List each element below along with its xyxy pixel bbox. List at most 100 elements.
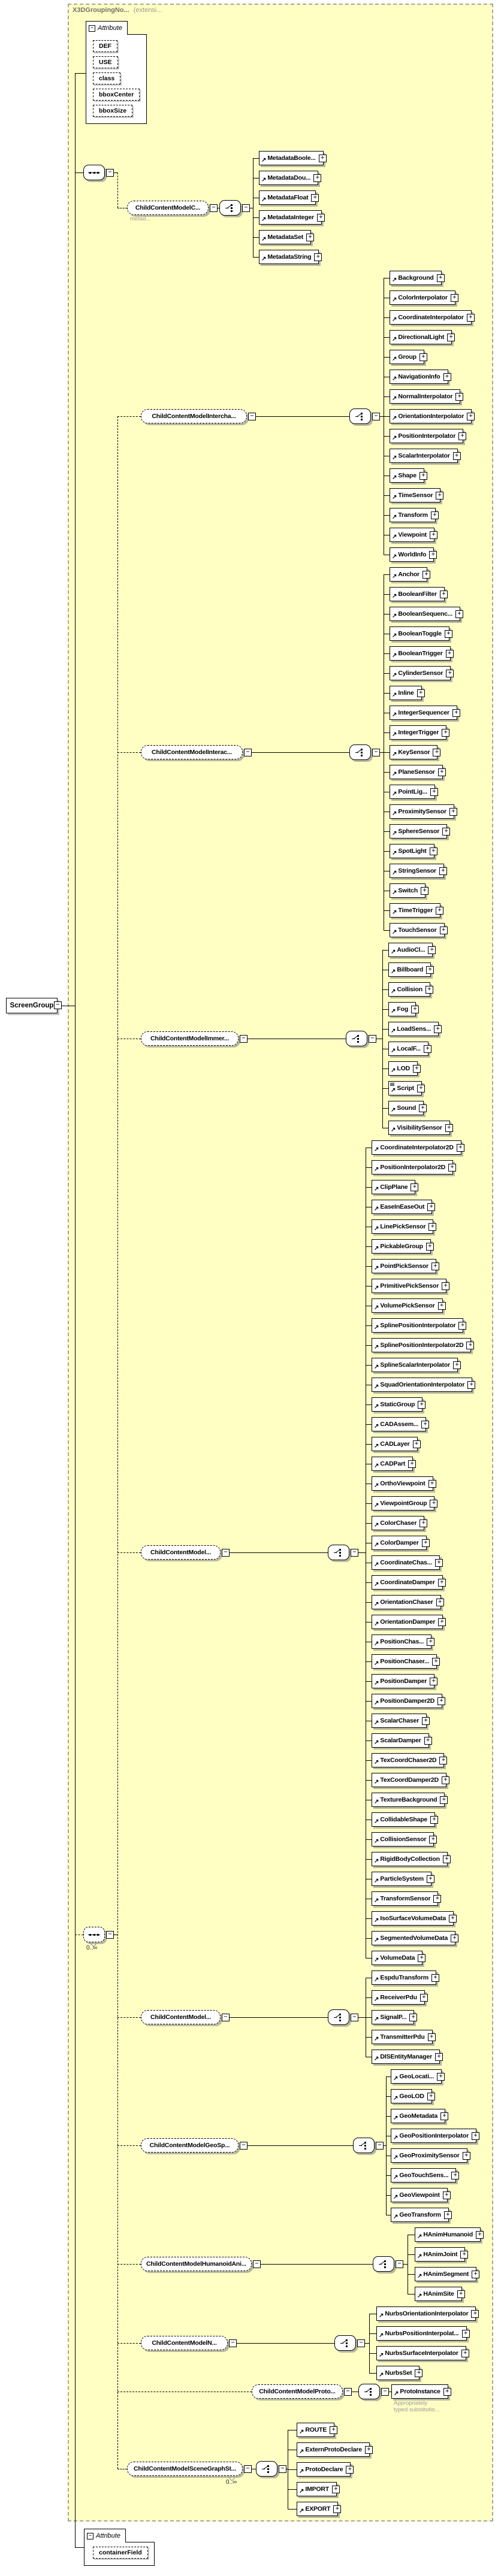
expand-button[interactable]: + <box>437 1697 446 1705</box>
expand-button[interactable]: + <box>442 1282 450 1290</box>
expand-button[interactable]: + <box>439 926 448 934</box>
element-positiondamper2d[interactable]: ↗PositionDamper2D+ <box>372 1694 446 1708</box>
element-audiocl[interactable]: ↗AudioCl...+ <box>388 943 436 957</box>
element-texturebackground[interactable]: ↗TextureBackground+ <box>372 1793 448 1807</box>
expand-button[interactable]: + <box>427 1203 436 1211</box>
element-cylindersensor[interactable]: ↗CylinderSensor+ <box>390 666 454 680</box>
collapse-button[interactable]: − <box>242 204 250 212</box>
element-splinepositioninterpolator2d[interactable]: ↗SplinePositionInterpolator2D+ <box>372 1338 475 1352</box>
expand-button[interactable]: + <box>409 2013 418 2021</box>
group-childcontentmodelhumanoidani[interactable]: ChildContentModelHumanoidAni... <box>141 2257 252 2271</box>
expand-button[interactable]: + <box>461 2329 470 2338</box>
expand-button[interactable]: + <box>437 1578 446 1587</box>
element-booleantoggle[interactable]: ↗BooleanToggle+ <box>390 626 452 641</box>
element-isosurfacevolumedata[interactable]: ↗IsoSurfaceVolumeData+ <box>372 1911 457 1926</box>
expand-button[interactable]: + <box>313 174 322 182</box>
element-geoproximitysensor[interactable]: ↗GeoProximitySensor+ <box>391 2148 470 2163</box>
element-inline[interactable]: ↗Inline+ <box>390 686 425 700</box>
expand-button[interactable]: + <box>431 1262 439 1270</box>
element-import[interactable]: ↗IMPORT+ <box>297 2482 340 2496</box>
collapse-button[interactable]: − <box>351 2014 358 2021</box>
element-nurbsset[interactable]: ↗NurbsSet+ <box>376 2366 423 2380</box>
expand-button[interactable]: + <box>421 1420 430 1428</box>
element-collisionsensor[interactable]: ↗CollisionSensor+ <box>372 1832 437 1847</box>
element-stringsensor[interactable]: ↗StringSensor+ <box>390 864 447 878</box>
element-keysensor[interactable]: ↗KeySensor+ <box>390 745 441 759</box>
element-orientationinterpolator[interactable]: ↗OrientationInterpolator+ <box>390 409 475 423</box>
element-screengroup[interactable]: ScreenGroup <box>6 998 58 1013</box>
element-positioninterpolator[interactable]: ↗PositionInterpolator+ <box>390 429 467 443</box>
expand-button[interactable]: + <box>430 1677 438 1685</box>
expand-button[interactable]: + <box>434 1558 443 1567</box>
element-coordinatechas[interactable]: ↗CoordinateChas...+ <box>372 1555 443 1570</box>
collapse-button[interactable]: − <box>106 169 114 177</box>
element-hanimjoint[interactable]: ↗HAnimJoint+ <box>415 2247 469 2262</box>
element-localf[interactable]: ↗LocalF...+ <box>388 1042 432 1056</box>
element-worldinfo[interactable]: ↗WorldInfo+ <box>390 547 437 562</box>
expand-button[interactable]: + <box>432 1657 440 1666</box>
collapse-attributes-button[interactable]: − <box>87 2532 93 2539</box>
sequence-compositor-icon[interactable] <box>83 165 105 180</box>
expand-button[interactable]: + <box>415 2369 423 2377</box>
group-childcontentmodelscenegraphst[interactable]: ChildContentModelSceneGraphSt... <box>127 2462 243 2476</box>
element-fog[interactable]: ↗Fog+ <box>388 1002 419 1016</box>
expand-button[interactable]: + <box>430 788 438 796</box>
element-timetrigger[interactable]: ↗TimeTrigger+ <box>390 903 444 918</box>
expand-button[interactable]: + <box>435 2053 443 2061</box>
expand-button[interactable]: + <box>446 669 454 677</box>
expand-button[interactable]: + <box>458 1321 467 1330</box>
expand-button[interactable]: + <box>419 1519 428 1527</box>
expand-button[interactable]: + <box>434 1025 442 1033</box>
expand-button[interactable]: + <box>451 1934 459 1942</box>
expand-button[interactable]: + <box>458 432 467 440</box>
element-signalp[interactable]: ↗SignalP...+ <box>372 2010 418 2024</box>
collapse-button[interactable]: − <box>106 1931 114 1939</box>
expand-button[interactable]: + <box>455 392 464 401</box>
expand-button[interactable]: + <box>427 2092 435 2100</box>
expand-button[interactable]: + <box>314 253 322 261</box>
collapse-button[interactable]: − <box>229 2339 237 2347</box>
element-switch[interactable]: ↗Switch+ <box>390 883 429 898</box>
element-metadataset[interactable]: ↗MetadataSet+ <box>259 230 315 244</box>
expand-button[interactable]: + <box>438 1618 446 1626</box>
expand-button[interactable]: + <box>462 2151 470 2160</box>
expand-button[interactable]: + <box>445 649 454 658</box>
expand-button[interactable]: + <box>433 1894 442 1903</box>
expand-button[interactable]: + <box>429 550 437 559</box>
element-geotouchsens[interactable]: ↗GeoTouchSens...+ <box>391 2168 460 2183</box>
choice-compositor-icon[interactable] <box>358 2384 380 2399</box>
expand-button[interactable]: + <box>311 193 319 202</box>
expand-button[interactable]: + <box>333 2505 342 2513</box>
group-childcontentmodelc[interactable]: ChildContentModelC... <box>127 201 209 215</box>
element-lod[interactable]: ↗LOD+ <box>388 1061 421 1076</box>
element-metadatadou[interactable]: ↗MetadataDou...+ <box>259 171 322 185</box>
element-billboard[interactable]: ↗Billboard+ <box>388 962 434 977</box>
element-espdutransform[interactable]: ↗EspduTransform+ <box>372 1970 440 1985</box>
element-pointlig[interactable]: ↗PointLig...+ <box>390 785 438 799</box>
expand-button[interactable]: + <box>427 1637 435 1646</box>
element-transformsensor[interactable]: ↗TransformSensor+ <box>372 1891 442 1906</box>
expand-button[interactable]: + <box>430 511 439 519</box>
element-orientationdamper[interactable]: ↗OrientationDamper+ <box>372 1615 446 1629</box>
element-geometadata[interactable]: ↗GeoMetadata+ <box>391 2109 449 2123</box>
collapse-button[interactable]: − <box>357 2339 365 2347</box>
expand-button[interactable]: + <box>436 906 444 915</box>
collapse-button[interactable]: − <box>381 2388 389 2396</box>
element-pointpicksensor[interactable]: ↗PointPickSensor+ <box>372 1259 439 1273</box>
expand-button[interactable]: + <box>456 1143 464 1152</box>
element-collision[interactable]: ↗Collision+ <box>388 982 433 997</box>
expand-button[interactable]: + <box>471 2132 479 2140</box>
expand-button[interactable]: + <box>436 1598 444 1606</box>
element-scalardamper[interactable]: ↗ScalarDamper+ <box>372 1733 432 1748</box>
expand-button[interactable]: + <box>430 1815 439 1824</box>
element-colordamper[interactable]: ↗ColorDamper+ <box>372 1536 430 1550</box>
expand-button[interactable]: + <box>441 1776 449 1784</box>
expand-button[interactable]: + <box>419 1993 428 2002</box>
element-protodeclare[interactable]: ↗ProtoDeclare+ <box>297 2462 354 2477</box>
collapse-button[interactable]: − <box>54 1001 62 1009</box>
expand-button[interactable]: + <box>448 1163 457 1172</box>
expand-button[interactable]: + <box>439 590 448 598</box>
expand-button[interactable]: + <box>437 1301 446 1310</box>
element-texcoorddamper2d[interactable]: ↗TexCoordDamper2D+ <box>372 1773 449 1787</box>
element-positionchaser[interactable]: ↗PositionChaser...+ <box>372 1654 440 1669</box>
